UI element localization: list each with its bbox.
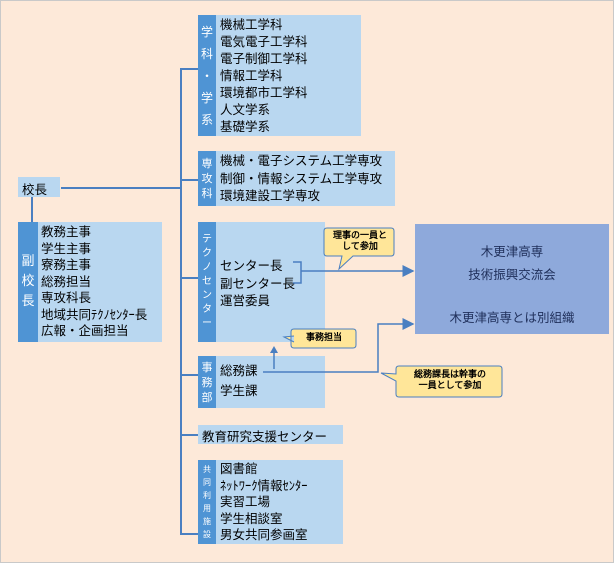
list-item: 環境都市工学科: [220, 85, 308, 100]
general-affairs-callout-text: 総務課長は幹事の 一員として参加: [413, 370, 486, 391]
list-item: 機械工学科: [220, 17, 283, 32]
list-item: 地域共同ﾃｸﾉｾﾝﾀｰ長: [41, 306, 148, 322]
departments-box: [198, 15, 361, 136]
admin-office-list: 総務課 学生課: [220, 361, 258, 401]
external-org-name: 木更津高専: [480, 244, 544, 259]
list-item: 環境建設工学専攻: [220, 188, 321, 203]
shared-facilities-label: 共 同 利 用 施 設: [198, 460, 216, 544]
techno-center-list: センター長 副センター長 運営委員: [220, 257, 295, 310]
branch-line-techno-center: [180, 277, 198, 279]
list-item: 電気電子工学科: [220, 34, 308, 49]
external-org-subname: 技術振興交流会: [468, 267, 556, 282]
admin-office-label: 事 務 部: [198, 356, 216, 408]
list-item: 学生課: [220, 383, 258, 398]
branch-line-departments: [180, 68, 198, 70]
branch-line-shared-facilities: [180, 533, 198, 535]
secretariat-callout-text: 事務担当: [305, 333, 342, 343]
list-item: 専攻科長: [41, 290, 92, 305]
list-item: 総務担当: [41, 273, 92, 289]
techno-center-box: [198, 222, 325, 342]
list-item: 総務課: [220, 363, 258, 378]
list-item: センター長: [220, 258, 283, 273]
president-label: 校長: [22, 182, 48, 197]
list-item: 機械・電子システム工学専攻: [220, 153, 383, 168]
research-support-label: 教育研究支援センター: [202, 429, 328, 444]
vice-president-label: 副 校 長: [18, 222, 38, 342]
list-item: 図書館: [220, 461, 258, 476]
branch-line-advanced-courses: [180, 179, 198, 181]
list-item: 教務主事: [41, 224, 92, 239]
external-org-note: 木更津高専とは別組織: [449, 310, 575, 325]
vice-president-list: 教務主事 学生主事 寮務主事 総務担当 専攻科長 地域共同ﾃｸﾉｾﾝﾀｰ長 広報…: [41, 224, 147, 340]
list-item: 副センター長: [220, 275, 296, 291]
research-support-box: 教育研究支援センター: [198, 425, 343, 444]
president-box: 校長: [18, 177, 60, 197]
list-item: 制御・情報システム工学専攻: [220, 170, 383, 186]
advanced-courses-list: 機械・電子システム工学専攻 制御・情報システム工学専攻 環境建設工学専攻: [220, 152, 382, 205]
list-item: 情報工学科: [220, 68, 283, 83]
list-item: 学生主事: [41, 240, 92, 256]
president-to-vice-line: [31, 197, 33, 222]
list-item: 人文学系: [220, 102, 271, 117]
admin-office-box: [198, 356, 325, 408]
advanced-courses-box: [198, 151, 395, 206]
branch-line-research-support: [180, 434, 198, 436]
departments-list: 機械工学科 電気電子工学科 電子制御工学科 情報工学科 環境都市工学科 人文学系…: [220, 16, 308, 135]
list-item: 実習工場: [220, 494, 271, 509]
shared-facilities-box: [198, 460, 343, 544]
shared-facilities-list: 図書館 ﾈｯﾄﾜｰｸ情報ｾﾝﾀｰ 実習工場 学生相談室 男女共同参画室: [220, 461, 308, 544]
list-item: 運営委員: [220, 293, 271, 308]
departments-label: 学 科 ・ 学 系: [198, 15, 216, 136]
trunk-line: [180, 68, 182, 534]
list-item: 電子制御工学科: [220, 51, 308, 66]
list-item: 男女共同参画室: [220, 527, 308, 542]
list-item: 基礎学系: [220, 119, 271, 134]
list-item: ﾈｯﾄﾜｰｸ情報ｾﾝﾀｰ: [220, 477, 308, 493]
techno-center-label: テ ク ノ セ ン タ ー: [198, 222, 216, 342]
president-link-line: [61, 187, 182, 189]
vice-president-box: [18, 222, 162, 342]
branch-line-admin-office: [180, 374, 198, 376]
list-item: 寮務主事: [41, 257, 92, 272]
list-item: 広報・企画担当: [41, 323, 129, 338]
external-org-box: 木更津高専 技術振興交流会 木更津高専とは別組織: [415, 224, 609, 334]
list-item: 学生相談室: [220, 510, 283, 526]
director-member-callout-text: 理事の一員と して参加: [332, 231, 387, 252]
advanced-courses-label: 専 攻 科: [198, 151, 216, 206]
